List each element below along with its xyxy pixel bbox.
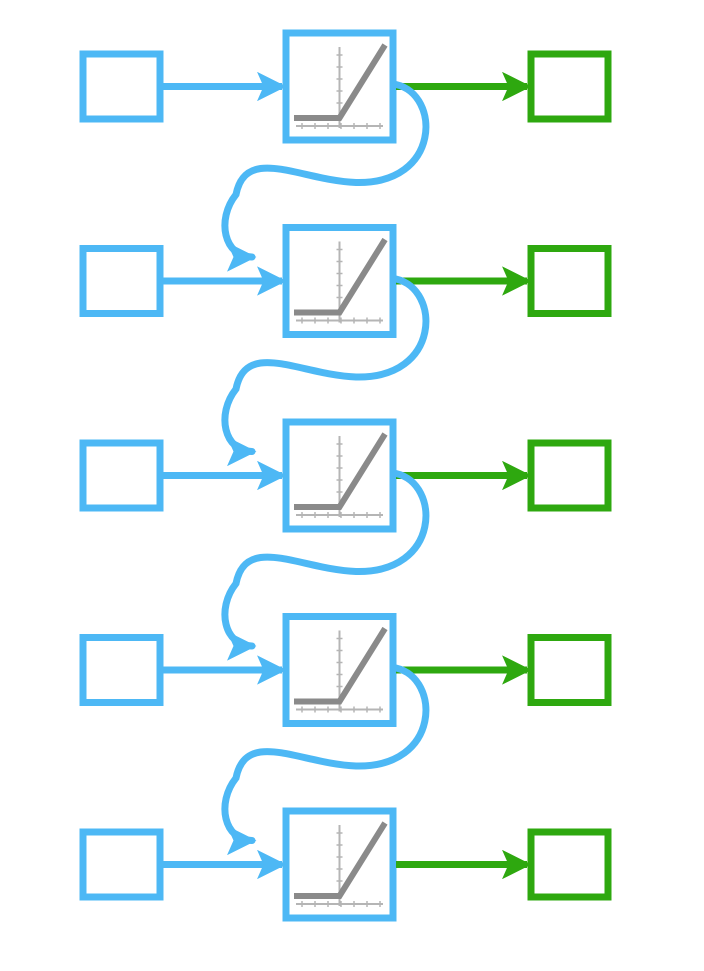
- output-node: [527, 50, 612, 123]
- relu-curve: [294, 43, 388, 121]
- relu-activation-icon: [294, 43, 388, 129]
- hidden-node: [282, 224, 397, 338]
- relu-curve: [294, 821, 388, 899]
- recurrent-connection-arrow: [221, 81, 430, 272]
- input-node: [79, 50, 164, 123]
- recurrent-connection-arrow: [221, 664, 430, 856]
- recurrent-connection-arrow: [221, 470, 430, 661]
- relu-curve: [294, 626, 388, 705]
- relu-activation-icon: [294, 821, 388, 907]
- hidden-node: [282, 807, 397, 922]
- input-node: [79, 439, 164, 512]
- timestep-4: [79, 613, 612, 856]
- input-node: [79, 634, 164, 706]
- output-node: [527, 634, 612, 706]
- timestep-2: [79, 224, 612, 467]
- hidden-node: [282, 418, 397, 533]
- timestep-1: [79, 29, 612, 272]
- output-node: [527, 245, 612, 317]
- output-node: [527, 439, 612, 512]
- relu-activation-icon: [294, 626, 388, 713]
- relu-curve: [294, 237, 388, 316]
- timestep-3: [79, 418, 612, 661]
- output-node: [527, 828, 612, 901]
- hidden-node: [282, 613, 397, 727]
- input-node: [79, 245, 164, 317]
- recurrent-connection-arrow: [221, 275, 430, 467]
- timestep-5: [79, 807, 612, 922]
- hidden-node: [282, 29, 397, 144]
- relu-activation-icon: [294, 237, 388, 324]
- relu-curve: [294, 432, 388, 510]
- relu-activation-icon: [294, 432, 388, 518]
- input-node: [79, 828, 164, 901]
